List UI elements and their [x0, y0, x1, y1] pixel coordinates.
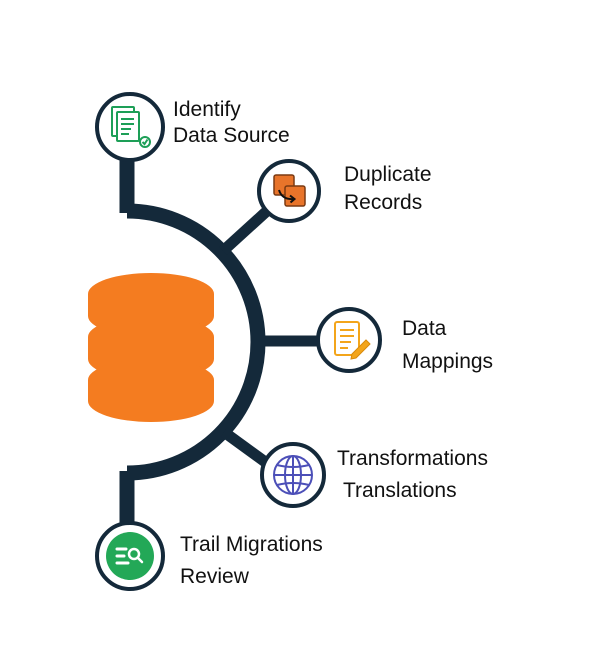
data-mapping-form-icon	[334, 321, 371, 360]
label-line: Data	[402, 317, 447, 340]
label-line: Trail Migrations	[180, 533, 323, 556]
label-line: Records	[344, 191, 423, 214]
database-cylinder-icon	[88, 273, 214, 422]
label-line: Data Source	[173, 124, 290, 147]
search-list-icon	[115, 547, 144, 565]
node-data-mappings	[316, 307, 382, 373]
label-line: Mappings	[402, 350, 494, 373]
node-transformations-translations	[260, 442, 326, 508]
label-line: Identify	[173, 98, 241, 121]
document-check-icon	[111, 106, 151, 148]
label-line: Review	[180, 565, 249, 588]
globe-icon	[273, 455, 313, 495]
label-line: Translations	[343, 479, 457, 502]
node-identify-data-source	[95, 92, 165, 162]
label-line: Transformations	[337, 447, 488, 470]
label-trail-migrations-review: Trail Migrations Review	[180, 529, 323, 593]
node-trail-migrations-review	[95, 521, 165, 591]
duplicate-records-icon	[273, 174, 306, 207]
hub-connectors	[119, 160, 320, 525]
connector-transform	[220, 427, 272, 469]
node-duplicate-records	[257, 159, 321, 223]
label-identify-data-source: Identify Data Source	[173, 97, 290, 149]
label-duplicate-records: Duplicate Records	[344, 161, 432, 217]
label-transformations-translations: Transformations Translations	[337, 443, 488, 507]
label-line: Duplicate	[344, 163, 432, 186]
label-data-mappings: Data Mappings	[402, 312, 493, 378]
connector-duplicate	[219, 205, 272, 256]
